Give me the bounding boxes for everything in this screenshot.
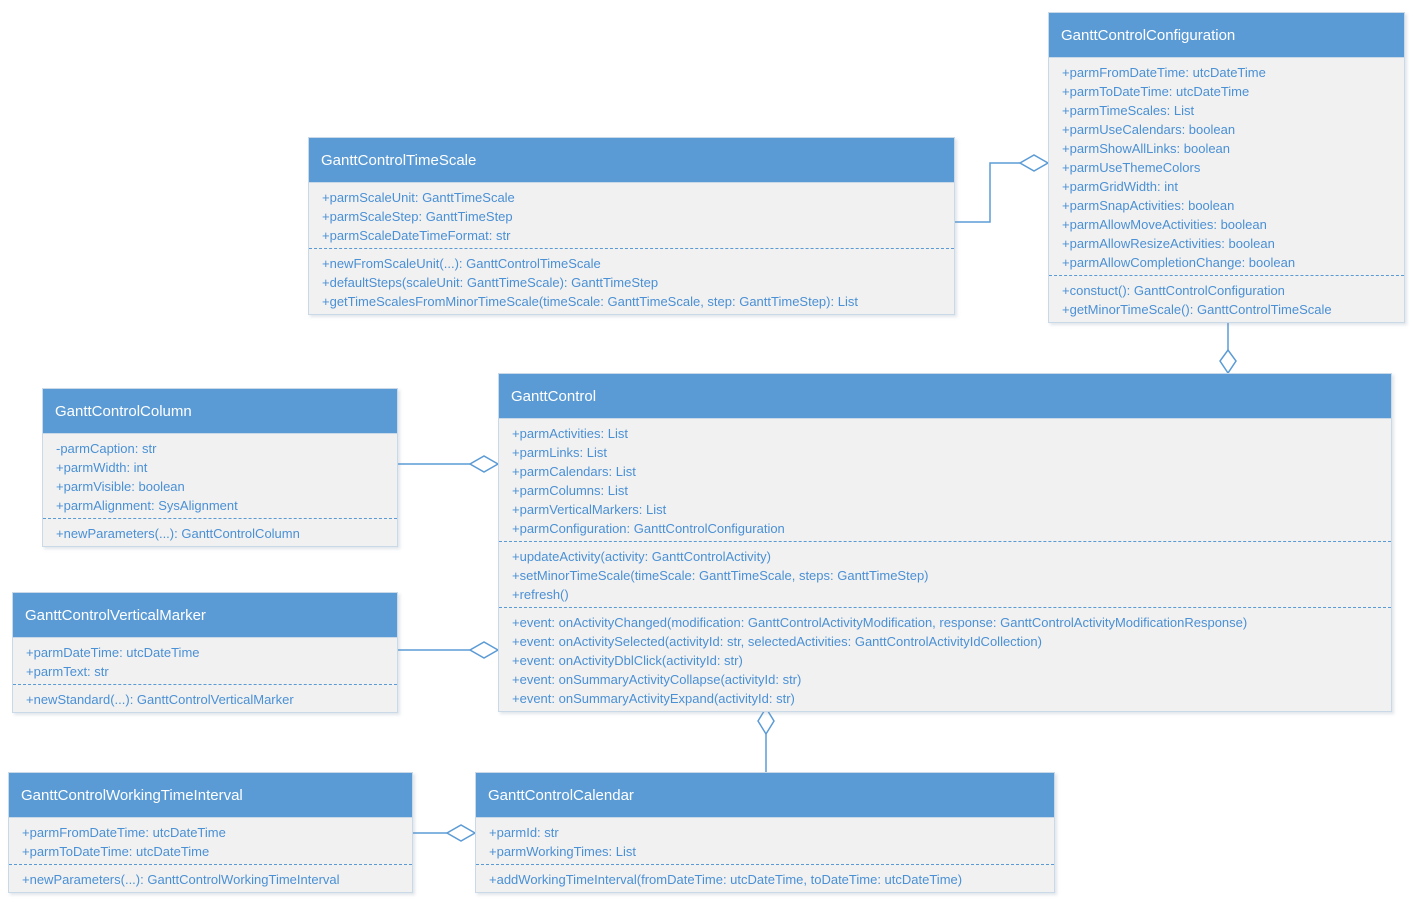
member-line: +newParameters(...): GanttControlWorking… — [22, 872, 340, 887]
member-line: +newFromScaleUnit(...): GanttControlTime… — [322, 256, 601, 271]
member-line: +parmVisible: boolean — [56, 479, 185, 494]
class-title: GanttControlColumn — [43, 389, 397, 434]
member-line: +parmAllowCompletionChange: boolean — [1062, 255, 1296, 270]
member-line: +parmToDateTime: utcDateTime — [22, 844, 210, 859]
member-line: +parmScaleStep: GanttTimeStep — [322, 209, 513, 224]
member-line: +parmAllowMoveActivities: boolean — [1062, 217, 1267, 232]
methods-section: +event: onActivityChanged(modification: … — [499, 607, 1391, 711]
member-line: +parmVerticalMarkers: List — [512, 502, 667, 517]
methods-section: +newStandard(...): GanttControlVerticalM… — [13, 684, 397, 712]
member-line: +constuct(): GanttControlConfiguration — [1062, 283, 1285, 298]
member-line: +getTimeScalesFromMinorTimeScale(timeSca… — [322, 294, 858, 309]
member-line: +parmWorkingTimes: List — [489, 844, 637, 859]
methods-section: +newParameters(...): GanttControlWorking… — [9, 864, 412, 892]
class-title: GanttControlConfiguration — [1049, 13, 1404, 58]
class-title: GanttControl — [499, 374, 1391, 419]
class-timescale: GanttControlTimeScale+parmScaleUnit: Gan… — [308, 137, 955, 315]
attributes-section: -parmCaption: str +parmWidth: int +parmVis… — [43, 434, 397, 518]
aggregation-diamond-ganttcontrol-left-upper — [468, 455, 500, 473]
attributes-section: +parmActivities: List +parmLinks: List +pa… — [499, 419, 1391, 541]
attributes-section: +parmScaleUnit: GanttTimeScale +parmScale… — [309, 183, 954, 248]
methods-section: +updateActivity(activity: GanttControlAc… — [499, 541, 1391, 607]
aggregation-diamond-configuration — [1018, 154, 1050, 172]
member-line: +parmToDateTime: utcDateTime — [1062, 84, 1250, 99]
member-line: +parmText: str — [26, 664, 109, 679]
methods-section: +newFromScaleUnit(...): GanttControlTime… — [309, 248, 954, 314]
class-title: GanttControlVerticalMarker — [13, 593, 397, 638]
member-line: +defaultSteps(scaleUnit: GanttTimeScale)… — [322, 275, 659, 290]
member-line: +event: onActivitySelected(activityId: s… — [512, 634, 1042, 649]
member-line: +parmConfiguration: GanttControlConfigur… — [512, 521, 785, 536]
class-ganttcontrol: GanttControl +parmActivities: List +parmLi… — [498, 373, 1392, 712]
methods-section: +newParameters(...): GanttControlColumn — [43, 518, 397, 546]
member-line: +parmId: str — [489, 825, 559, 840]
class-title: GanttControlCalendar — [476, 773, 1054, 818]
member-line: +event: onSummaryActivityExpand(activity… — [512, 691, 795, 706]
aggregation-diamond-calendar — [445, 824, 477, 842]
member-line: -parmCaption: str — [56, 441, 157, 456]
member-line: +parmAlignment: SysAlignment — [56, 498, 238, 513]
class-calendar: GanttControlCalendar +parmId: str +parmWor… — [475, 772, 1055, 893]
member-line: +updateActivity(activity: GanttControlAc… — [512, 549, 772, 564]
member-line: +parmFromDateTime: utcDateTime — [22, 825, 226, 840]
aggregation-diamond-ganttcontrol-top — [1219, 348, 1237, 375]
connector-timescale-to-configuration — [955, 162, 1020, 223]
attributes-section: +parmDateTime: utcDateTime +parmText: str — [13, 638, 397, 684]
member-line: +parmScaleUnit: GanttTimeScale — [322, 190, 515, 205]
member-line: +parmTimeScales: List — [1062, 103, 1195, 118]
member-line: +refresh() — [512, 587, 569, 602]
member-line: +newParameters(...): GanttControlColumn — [56, 526, 300, 541]
member-line: +parmUseThemeColors — [1062, 160, 1201, 175]
member-line: +parmLinks: List — [512, 445, 608, 460]
member-line: +parmUseCalendars: boolean — [1062, 122, 1236, 137]
class-configuration: GanttControlConfiguration+parmFromDateTi… — [1048, 12, 1405, 323]
member-line: +parmFromDateTime: utcDateTime — [1062, 65, 1266, 80]
member-line: +event: onSummaryActivityCollapse(activi… — [512, 672, 802, 687]
member-line: +parmSnapActivities: boolean — [1062, 198, 1235, 213]
class-title: GanttControlTimeScale — [309, 138, 954, 183]
class-verticalmarker: GanttControlVerticalMarker+parmDateTime:… — [12, 592, 398, 713]
member-line: +parmColumns: List — [512, 483, 628, 498]
member-line: +event: onActivityDblClick(activityId: s… — [512, 653, 743, 668]
member-line: +getMinorTimeScale(): GanttControlTimeSc… — [1062, 302, 1332, 317]
member-line: +addWorkingTimeInterval(fromDateTime: ut… — [489, 872, 963, 887]
methods-section: +addWorkingTimeInterval(fromDateTime: ut… — [476, 864, 1054, 892]
member-line: +parmDateTime: utcDateTime — [26, 645, 200, 660]
member-line: +setMinorTimeScale(timeScale: GanttTimeS… — [512, 568, 929, 583]
member-line: +parmAllowResizeActivities: boolean — [1062, 236, 1275, 251]
attributes-section: +parmId: str +parmWorkingTimes: List — [476, 818, 1054, 864]
aggregation-diamond-ganttcontrol-left-lower — [468, 641, 500, 659]
member-line: +parmActivities: List — [512, 426, 628, 441]
member-line: +parmScaleDateTimeFormat: str — [322, 228, 511, 243]
member-line: +parmCalendars: List — [512, 464, 636, 479]
member-line: +parmGridWidth: int — [1062, 179, 1178, 194]
class-column: GanttControlColumn -parmCaption: str +parm… — [42, 388, 398, 547]
attributes-section: +parmFromDateTime: utcDateTime +parmToDat… — [1049, 58, 1404, 275]
methods-section: +constuct(): GanttControlConfiguration +g… — [1049, 275, 1404, 322]
member-line: +parmWidth: int — [56, 460, 148, 475]
attributes-section: +parmFromDateTime: utcDateTime +parmToDat… — [9, 818, 412, 864]
member-line: +event: onActivityChanged(modification: … — [512, 615, 1248, 630]
member-line: +parmShowAllLinks: boolean — [1062, 141, 1231, 156]
class-title: GanttControlWorkingTimeInterval — [9, 773, 412, 818]
member-line: +newStandard(...): GanttControlVerticalM… — [26, 692, 294, 707]
class-workingtimeinterval: GanttControlWorkingTimeInterval+parmFrom… — [8, 772, 413, 893]
